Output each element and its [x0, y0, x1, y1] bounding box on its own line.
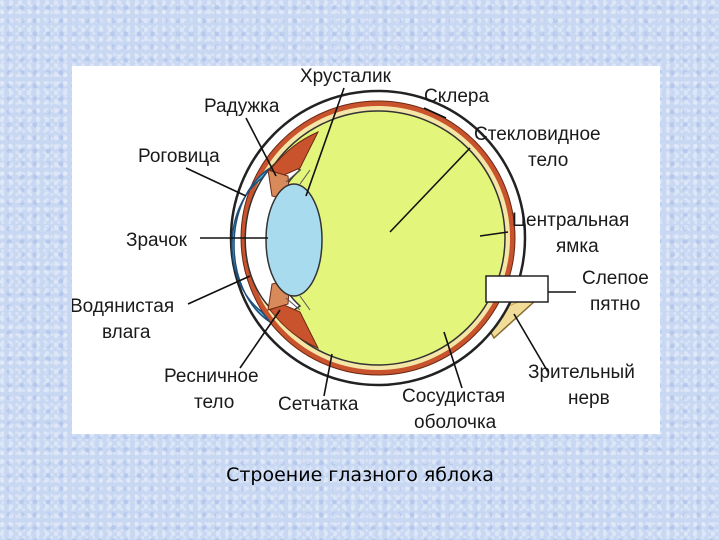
label-sclera: Склера	[424, 86, 489, 107]
label-fovea-line1: Центральная	[512, 210, 629, 231]
label-optic-nerve-line2: нерв	[568, 388, 610, 409]
label-lens: Хрусталик	[300, 66, 392, 87]
label-vitreous-line1: Стекловидное	[474, 124, 601, 145]
label-choroid-line1: Сосудистая	[402, 386, 505, 407]
diagram-caption: Строение глазного яблока	[0, 464, 720, 486]
label-retina: Сетчатка	[278, 394, 359, 415]
eyeball-diagram: Хрусталик Радужка Склера Роговица Стекло…	[72, 66, 660, 434]
label-aqueous-line1: Водянистая	[72, 296, 174, 317]
blind-spot	[486, 276, 548, 302]
label-pupil: Зрачок	[126, 230, 188, 251]
label-aqueous-line2: влага	[102, 322, 151, 343]
label-ciliary-line2: тело	[194, 392, 234, 413]
label-fovea-line2: ямка	[556, 236, 599, 257]
label-optic-nerve-line1: Зрительный	[528, 362, 635, 383]
label-cornea: Роговица	[138, 146, 220, 167]
label-ciliary-line1: Ресничное	[164, 366, 259, 387]
lens	[266, 184, 322, 296]
label-vitreous-line2: тело	[528, 150, 568, 171]
label-blind-spot-line2: пятно	[590, 294, 640, 315]
diagram-panel: Хрусталик Радужка Склера Роговица Стекло…	[72, 66, 660, 434]
label-iris: Радужка	[204, 96, 280, 117]
label-blind-spot-line1: Слепое	[582, 268, 649, 289]
label-choroid-line2: оболочка	[414, 412, 497, 433]
